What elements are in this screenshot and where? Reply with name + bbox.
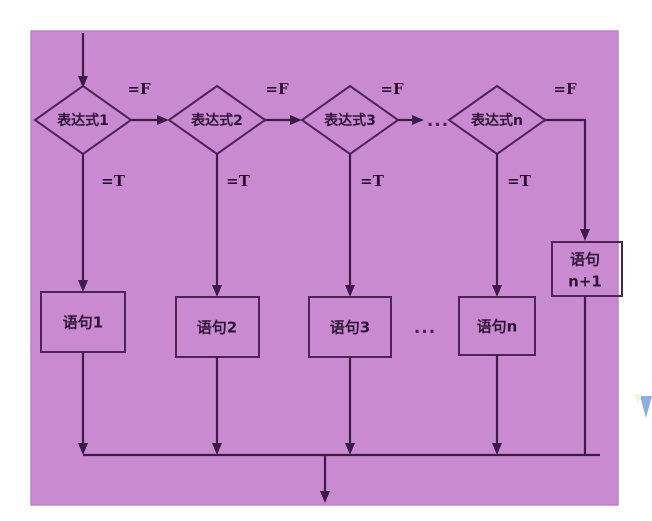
false-label-3: =F (380, 80, 404, 98)
statement-n-label: 语句n (477, 318, 518, 336)
merge-drop-n (492, 355, 502, 455)
statement-default-label-line1: 语句 (570, 251, 600, 269)
statement-1-label: 语句1 (63, 314, 103, 332)
statement-node-default[interactable]: 语句 n+1 (551, 241, 623, 297)
merge-drop-2 (212, 357, 222, 455)
false-edge-2-to-3: =F (265, 80, 302, 125)
false-label-1: =F (127, 80, 151, 98)
condition-1-label: 表达式1 (56, 112, 109, 129)
true-label-3: =T (360, 172, 385, 190)
merge-drop-1 (78, 352, 88, 455)
condition-2-label: 表达式2 (190, 112, 243, 129)
false-label-n: =F (553, 80, 577, 98)
statement-2-label: 语句2 (197, 319, 237, 337)
blue-corner-mark-icon (634, 394, 652, 418)
true-label-1: =T (101, 172, 126, 190)
merge-bus (78, 296, 600, 457)
true-edge-2: =T (212, 154, 251, 297)
true-label-2: =T (226, 172, 251, 190)
condition-n-label: 表达式n (470, 112, 523, 129)
condition-ellipsis: ... (427, 111, 449, 131)
exit-arrow (320, 455, 330, 503)
condition-3-label: 表达式3 (323, 112, 376, 129)
statement-3-label: 语句3 (330, 319, 370, 337)
true-edge-n: =T (492, 154, 532, 297)
diagram-panel-background (30, 30, 619, 506)
true-edge-3: =T (345, 154, 385, 297)
false-edge-n-to-default: =F (545, 80, 590, 241)
statement-default-label-line2: n+1 (568, 273, 602, 291)
true-edge-1: =T (78, 154, 126, 292)
false-edge-1-to-2: =F (127, 80, 169, 125)
false-label-2: =F (265, 80, 289, 98)
true-label-n: =T (507, 172, 532, 190)
false-edge-3-to-n: ... =F (380, 80, 449, 131)
statement-ellipsis: ... (414, 318, 436, 338)
merge-drop-3 (345, 357, 355, 455)
entry-arrow (78, 33, 88, 88)
